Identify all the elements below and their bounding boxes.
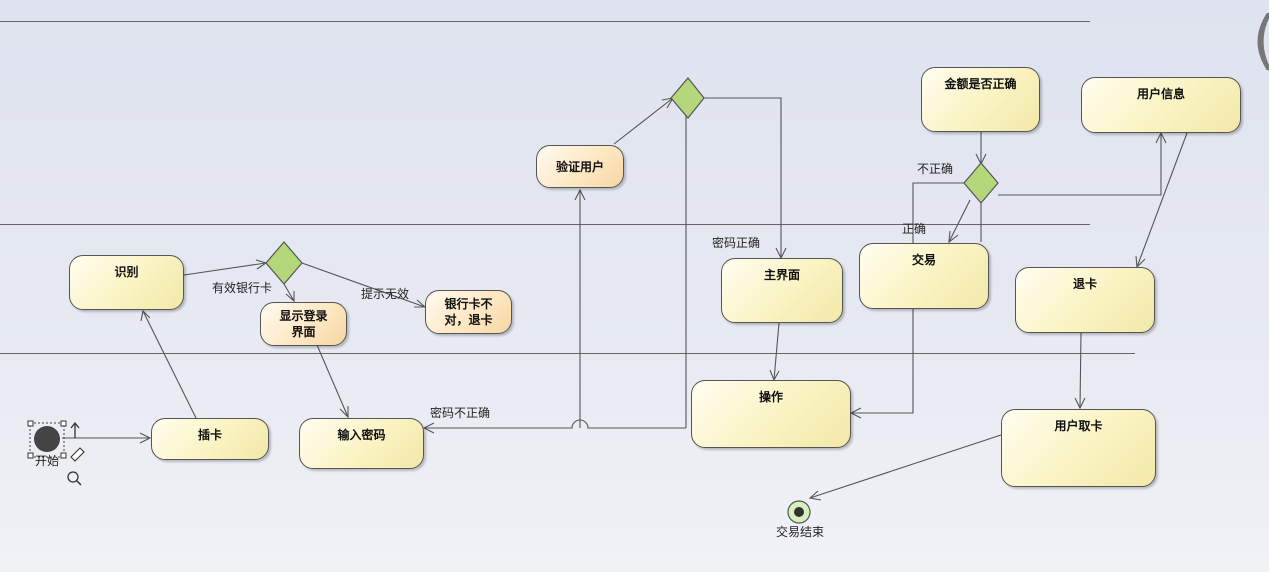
node-show-login-text: 显示登录 界面: [279, 309, 328, 339]
node-amount-correct[interactable]: 金额是否正确: [921, 67, 1040, 132]
label-invalid-prompt: 提示无效: [361, 287, 410, 301]
decision-diamond-amount[interactable]: [963, 162, 999, 204]
node-identify[interactable]: 识别: [69, 255, 184, 310]
node-insert-card[interactable]: 插卡: [151, 418, 269, 460]
pen-icon: [70, 447, 85, 462]
end-node[interactable]: [787, 500, 811, 524]
label-correct: 正确: [902, 222, 927, 236]
node-user-take-card[interactable]: 用户取卡: [1001, 409, 1156, 487]
up-arrow-icon: [70, 421, 80, 438]
node-bad-card-text: 银行卡不 对，退卡: [444, 297, 493, 327]
node-verify-user[interactable]: 验证用户: [536, 145, 624, 188]
node-eject-card[interactable]: 退卡: [1015, 267, 1155, 333]
label-password-wrong: 密码不正确: [430, 406, 491, 420]
node-bad-card[interactable]: 银行卡不 对，退卡: [425, 290, 512, 334]
label-start: 开始: [35, 454, 60, 468]
swimlane-line-2: [0, 224, 1090, 225]
node-main-screen[interactable]: 主界面: [721, 258, 843, 323]
node-operation[interactable]: 操作: [691, 380, 851, 448]
search-icon: [67, 471, 82, 486]
label-incorrect: 不正确: [917, 162, 954, 176]
swimlane-line-3: [0, 353, 1135, 354]
label-password-ok: 密码正确: [712, 236, 761, 250]
node-user-info[interactable]: 用户信息: [1081, 77, 1241, 133]
label-valid-card: 有效银行卡: [212, 281, 273, 295]
node-enter-password[interactable]: 输入密码: [299, 418, 424, 469]
start-node[interactable]: [27, 420, 67, 459]
label-end: 交易结束: [776, 525, 825, 539]
node-show-login[interactable]: 显示登录 界面: [260, 302, 347, 346]
swimlane-line-1: [0, 21, 1090, 22]
decision-diamond-password[interactable]: [670, 77, 705, 119]
decision-diamond-card[interactable]: [265, 241, 303, 285]
node-transaction[interactable]: 交易: [859, 243, 989, 309]
partial-glyph-edge: (: [1252, 4, 1269, 78]
